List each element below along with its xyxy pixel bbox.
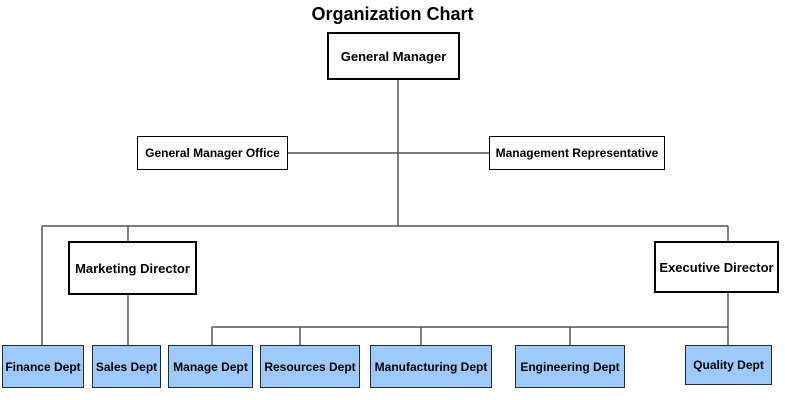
quality-dept-box: Quality Dept (685, 345, 772, 385)
executive-director-label: Executive Director (659, 259, 774, 275)
management-representative-label: Management Representative (495, 146, 659, 160)
manage-dept-label: Manage Dept (173, 359, 248, 374)
sales-dept-label: Sales Dept (95, 359, 158, 374)
chart-title: Organization Chart (311, 4, 474, 24)
general-manager-box: General Manager (327, 32, 460, 80)
finance-dept-box: Finance Dept (2, 345, 84, 388)
quality-dept-label: Quality Dept (693, 358, 764, 372)
sales-dept-box: Sales Dept (92, 345, 161, 388)
engineering-dept-label: Engineering Dept (520, 359, 620, 374)
general-manager-office-label: General Manager Office (145, 146, 280, 160)
general-manager-label: General Manager (340, 48, 447, 64)
general-manager-office-box: General Manager Office (137, 136, 288, 170)
resources-dept-label: Resources Dept (264, 359, 356, 374)
resources-dept-box: Resources Dept (260, 345, 360, 388)
engineering-dept-box: Engineering Dept (515, 345, 625, 388)
manage-dept-box: Manage Dept (168, 345, 253, 388)
management-representative-box: Management Representative (489, 136, 665, 170)
finance-dept-label: Finance Dept (5, 359, 81, 374)
manufacturing-dept-label: Manufacturing Dept (374, 359, 488, 374)
manufacturing-dept-box: Manufacturing Dept (370, 345, 492, 388)
marketing-director-label: Marketing Director (75, 260, 190, 276)
marketing-director-box: Marketing Director (68, 241, 197, 295)
executive-director-box: Executive Director (654, 241, 779, 293)
